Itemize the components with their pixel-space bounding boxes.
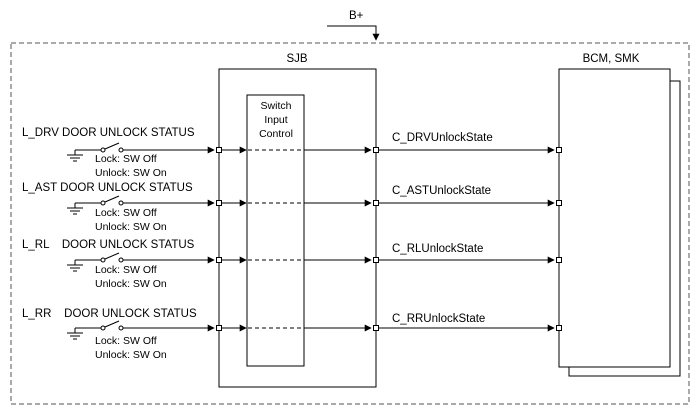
bcm-label: BCM, SMK bbox=[583, 53, 640, 65]
status-label: L_DRV DOOR UNLOCK STATUS bbox=[22, 127, 195, 139]
bcm-box-front bbox=[558, 68, 671, 368]
sjb-box bbox=[218, 68, 377, 388]
sjb-output-pin bbox=[373, 257, 379, 263]
channels: L_DRV DOOR UNLOCK STATUS Lock: SW Off Un… bbox=[22, 127, 562, 361]
lock-text: Lock: SW Off bbox=[95, 153, 157, 165]
channel-rr: L_RR DOOR UNLOCK STATUS Lock: SW Off Unl… bbox=[22, 308, 562, 361]
switch-block-line-2: Input bbox=[264, 114, 287, 126]
unlock-text: Unlock: SW On bbox=[95, 278, 167, 290]
switch-contact-right bbox=[118, 257, 124, 263]
switch-block-line-3: Control bbox=[259, 128, 293, 140]
system-boundary bbox=[10, 42, 690, 405]
sjb-output-pin bbox=[373, 325, 379, 331]
sjb-input-pin bbox=[216, 257, 222, 263]
bcm-input-pin bbox=[556, 257, 562, 263]
channel-drv: L_DRV DOOR UNLOCK STATUS Lock: SW Off Un… bbox=[22, 127, 562, 179]
switch-contact-left bbox=[100, 147, 106, 153]
switch-contact-right bbox=[118, 200, 124, 206]
supply-label: B+ bbox=[349, 10, 364, 22]
status-label: L_AST DOOR UNLOCK STATUS bbox=[22, 182, 193, 194]
channel-rl: L_RL DOOR UNLOCK STATUS Lock: SW Off Unl… bbox=[22, 239, 562, 290]
unlock-text: Unlock: SW On bbox=[95, 167, 167, 179]
switch-contact-right bbox=[118, 147, 124, 153]
switch-blade bbox=[104, 320, 120, 328]
unlock-text: Unlock: SW On bbox=[95, 221, 167, 233]
sjb-output-pin bbox=[373, 147, 379, 153]
signal-label: C_RRUnlockState bbox=[392, 313, 485, 325]
switch-block-line-1: Switch bbox=[261, 100, 292, 112]
signal-label: C_RLUnlockState bbox=[392, 243, 483, 255]
bcm-input-pin bbox=[556, 147, 562, 153]
supply-b-plus: B+ bbox=[327, 10, 380, 41]
signal-label: C_ASTUnlockState bbox=[392, 185, 491, 197]
bcm-input-pin bbox=[556, 325, 562, 331]
signal-label: C_DRVUnlockState bbox=[392, 132, 493, 144]
switch-blade bbox=[104, 195, 120, 203]
sjb-input-pin bbox=[216, 147, 222, 153]
switch-contact-right bbox=[118, 325, 124, 331]
sjb-input-pin bbox=[216, 200, 222, 206]
lock-text: Lock: SW Off bbox=[95, 264, 157, 276]
sjb-input-pin bbox=[216, 325, 222, 331]
lock-text: Lock: SW Off bbox=[95, 335, 157, 347]
lock-text: Lock: SW Off bbox=[95, 207, 157, 219]
sjb-label: SJB bbox=[286, 53, 307, 65]
switch-blade bbox=[104, 252, 120, 260]
bcm-input-pin bbox=[556, 200, 562, 206]
sjb-output-pin bbox=[373, 200, 379, 206]
switch-contact-left bbox=[100, 257, 106, 263]
switch-blade bbox=[104, 142, 120, 150]
unlock-text: Unlock: SW On bbox=[95, 349, 167, 361]
switch-input-control-box bbox=[246, 94, 305, 367]
switch-contact-left bbox=[100, 325, 106, 331]
channel-ast: L_AST DOOR UNLOCK STATUS Lock: SW Off Un… bbox=[22, 182, 562, 233]
status-label: L_RR DOOR UNLOCK STATUS bbox=[22, 308, 197, 320]
switch-contact-left bbox=[100, 200, 106, 206]
status-label: L_RL DOOR UNLOCK STATUS bbox=[22, 239, 195, 251]
